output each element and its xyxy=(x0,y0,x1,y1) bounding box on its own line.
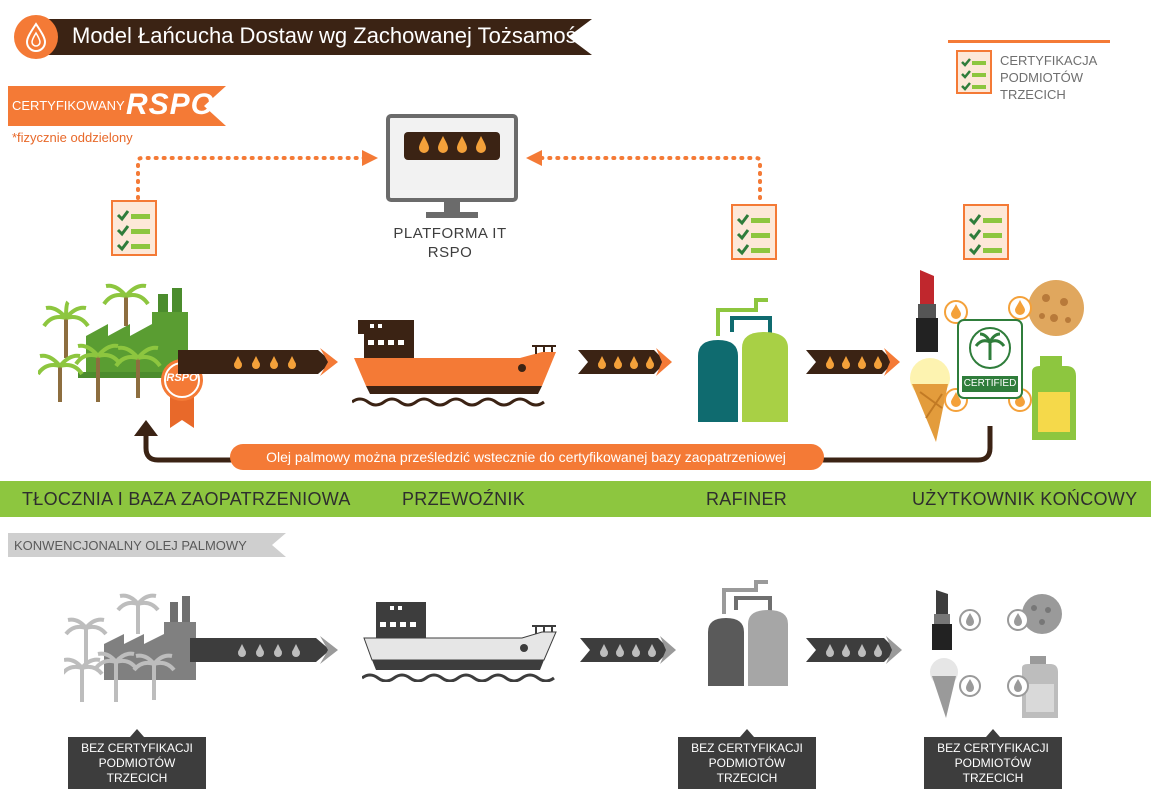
no-cert-line-1: BEZ CERTYFIKACJI xyxy=(937,741,1049,755)
legend-divider xyxy=(948,40,1110,43)
platform-line-1: PLATFORMA IT xyxy=(393,225,507,242)
checklist-icon xyxy=(731,204,777,260)
certified-seal-label: CERTIFIED xyxy=(963,378,1017,389)
dotted-arrow-right xyxy=(524,148,774,200)
mill-plantation-icon xyxy=(38,276,198,426)
no-cert-line-1: BEZ CERTYFIKACJI xyxy=(81,741,193,755)
no-cert-line-2: PODMIOTÓW xyxy=(708,756,786,770)
monitor-icon xyxy=(386,114,518,222)
refinery-icon xyxy=(706,578,792,690)
legend-line-2: PODMIOTÓW xyxy=(1000,70,1084,85)
stage-label-refiner: RAFINER xyxy=(706,489,788,509)
page-title: Model Łańcucha Dostaw wg Zachowanej Tożs… xyxy=(72,23,593,48)
stage-label-carrier: PRZEWOŹNIK xyxy=(402,489,525,509)
platform-label: PLATFORMA IT RSPO xyxy=(380,224,520,262)
cookie-icon xyxy=(1028,280,1084,336)
certified-prefix: CERTYFIKOWANY xyxy=(12,98,125,113)
no-cert-badge xyxy=(678,727,816,789)
no-cert-badge xyxy=(68,727,206,789)
traceback-pill xyxy=(230,444,824,470)
rspo-logo-text: RSPO xyxy=(126,88,216,121)
cookie-icon xyxy=(1022,594,1062,634)
ship-icon xyxy=(362,598,562,682)
detergent-bottle-icon xyxy=(1032,356,1076,440)
flow-arrow xyxy=(806,348,900,376)
flow-arrow xyxy=(578,348,672,376)
refinery-icon xyxy=(696,296,794,426)
certified-seal-icon xyxy=(957,319,1023,399)
physically-separated-note: *fizycznie oddzielony xyxy=(12,130,133,145)
no-cert-label: BEZ CERTYFIKACJI PODMIOTÓW TRZECICH xyxy=(71,741,203,786)
traceback-text: Olej palmowy można prześledzić wstecznie… xyxy=(266,449,786,465)
ship-icon xyxy=(352,316,562,408)
checklist-icon xyxy=(963,204,1009,260)
legend-label: CERTYFIKACJA PODMIOTÓW TRZECICH xyxy=(1000,52,1097,103)
flow-arrow xyxy=(190,636,340,664)
ice-cream-icon xyxy=(930,658,958,718)
no-cert-line-1: BEZ CERTYFIKACJI xyxy=(691,741,803,755)
conventional-label: KONWENCJONALNY OLEJ PALMOWY xyxy=(14,538,247,553)
title-banner xyxy=(8,15,592,59)
legend-line-3: TRZECICH xyxy=(1000,87,1066,102)
rspo-badge-text: RSPO xyxy=(166,372,198,384)
no-cert-line-3: TRZECICH xyxy=(716,771,778,785)
no-cert-label: BEZ CERTYFIKACJI PODMIOTÓW TRZECICH xyxy=(681,741,813,786)
flow-arrow xyxy=(580,636,676,664)
no-cert-line-3: TRZECICH xyxy=(962,771,1024,785)
stage-label-end-user: UŻYTKOWNIK KOŃCOWY xyxy=(912,489,1138,509)
no-cert-label: BEZ CERTYFIKACJI PODMIOTÓW TRZECICH xyxy=(927,741,1059,786)
no-cert-badge xyxy=(924,727,1062,789)
no-cert-line-2: PODMIOTÓW xyxy=(98,756,176,770)
conventional-banner xyxy=(8,532,286,558)
checklist-icon xyxy=(111,200,157,256)
lipstick-icon xyxy=(916,270,938,352)
certified-rspo-banner xyxy=(8,84,226,128)
end-products-icon xyxy=(906,268,1086,448)
no-cert-line-3: TRZECICH xyxy=(106,771,168,785)
legend-checklist-icon xyxy=(956,50,992,94)
no-cert-line-2: PODMIOTÓW xyxy=(954,756,1032,770)
stage-bar xyxy=(0,481,1151,517)
legend-line-1: CERTYFIKACJA xyxy=(1000,53,1098,68)
lipstick-icon xyxy=(932,590,952,650)
stage-label-mill: TŁOCZNIA I BAZA ZAOPATRZENIOWA xyxy=(22,489,351,509)
flow-arrow xyxy=(806,636,902,664)
detergent-bottle-icon xyxy=(1022,656,1058,718)
dotted-arrow-left xyxy=(130,148,380,200)
end-products-icon xyxy=(926,588,1066,722)
mill-plantation-icon xyxy=(64,588,204,708)
ice-cream-icon xyxy=(910,358,950,442)
flow-arrow xyxy=(178,348,340,376)
platform-line-2: RSPO xyxy=(427,244,473,261)
